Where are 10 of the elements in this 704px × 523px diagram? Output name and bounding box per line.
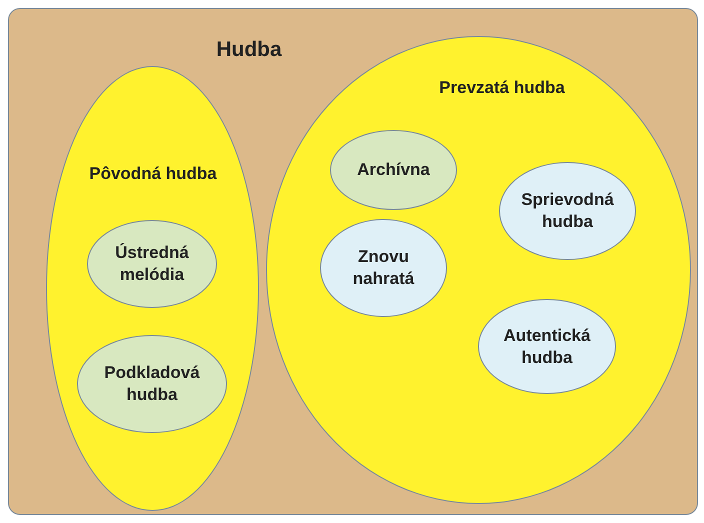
set-label: Autentická hudba — [502, 324, 592, 368]
set-label: Znovu nahratá — [352, 246, 416, 290]
set-heading: Pôvodná hudba — [88, 163, 218, 185]
set-heading: Hudba — [215, 39, 283, 61]
set-label: Sprievodná hudba — [520, 189, 615, 233]
set-heading: Prevzatá hudba — [438, 77, 566, 99]
outer-panel — [8, 8, 698, 515]
set-label: Archívna — [356, 159, 431, 181]
set-label: Ústredná melódia — [114, 242, 190, 286]
set-label: Podkladová hudba — [103, 362, 201, 406]
